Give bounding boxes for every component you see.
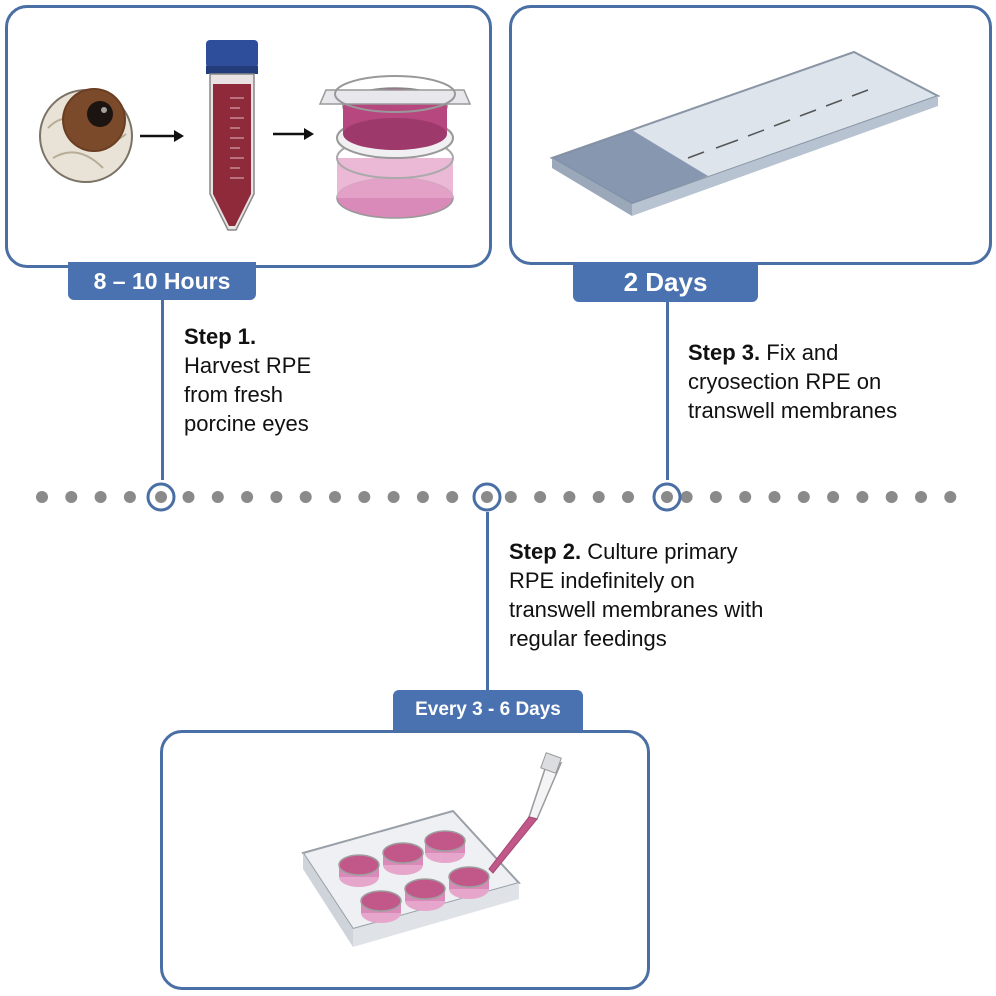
timeline-milestone-dot <box>481 491 493 503</box>
step1-line: porcine eyes <box>184 411 309 436</box>
well-icon <box>448 866 490 899</box>
duration-tag-step1: 8 – 10 Hours <box>68 262 256 300</box>
microscope-slide-icon <box>549 50 941 216</box>
timeline-milestone-dot <box>155 491 167 503</box>
step2-line: RPE indefinitely on <box>509 568 695 593</box>
well-icon <box>382 842 424 875</box>
timeline-dot <box>885 491 898 503</box>
step2-title: Step 2. <box>509 539 582 564</box>
well-icon <box>338 854 380 887</box>
arrow-icon <box>140 130 184 142</box>
step3-line: transwell membranes <box>688 398 898 423</box>
timeline-dot <box>446 491 459 503</box>
timeline-dot <box>797 491 810 503</box>
step1-line: Harvest RPE <box>184 353 312 378</box>
timeline-dot <box>387 491 400 503</box>
timeline-dot <box>416 491 429 503</box>
timeline-dot <box>65 491 78 503</box>
step2-description: Step 2. Culture primary RPE indefinitely… <box>509 537 763 653</box>
timeline-dot <box>182 491 195 503</box>
connector-line-step2 <box>486 512 489 690</box>
conical-tube-icon <box>206 40 258 231</box>
connector-line-step1 <box>161 300 164 480</box>
timeline-dot <box>680 491 693 503</box>
timeline-dot <box>534 491 547 503</box>
timeline-dot <box>299 491 312 503</box>
porcine-eye-icon <box>39 88 133 183</box>
timeline-dot <box>36 491 48 503</box>
step1-description: Step 1. Harvest RPE from fresh porcine e… <box>184 322 311 438</box>
timeline-dot <box>856 491 869 503</box>
step3-title: Step 3. <box>688 340 761 365</box>
harvest-illustration <box>8 8 495 271</box>
timeline-dot <box>739 491 752 503</box>
timeline-dot <box>709 491 722 503</box>
timeline-dot <box>827 491 840 503</box>
connector-line-step3 <box>666 302 669 480</box>
panel-culture <box>160 730 650 990</box>
culture-illustration <box>163 733 653 993</box>
timeline-dot <box>358 491 371 503</box>
timeline-dot <box>241 491 254 503</box>
timeline-dot <box>329 491 341 503</box>
timeline-dot <box>94 491 107 503</box>
step3-line: cryosection RPE on <box>688 369 882 394</box>
well-icon <box>424 830 466 863</box>
step1-title: Step 1. <box>184 324 257 349</box>
panel-harvest <box>5 5 492 268</box>
duration-tag-step2: Every 3 - 6 Days <box>393 690 583 730</box>
step2-title-suffix: Culture primary <box>581 539 738 564</box>
timeline-dot <box>944 491 957 503</box>
step3-title-suffix: Fix and <box>760 340 839 365</box>
timeline-dot <box>123 491 136 503</box>
timeline-dot <box>504 491 517 503</box>
step3-description: Step 3. Fix and cryosection RPE on trans… <box>688 338 897 425</box>
transwell-insert-icon <box>318 75 472 219</box>
arrow-icon <box>273 128 314 140</box>
panel-cryosection <box>509 5 992 265</box>
pipette-icon <box>488 752 563 874</box>
timeline-dot <box>211 491 224 503</box>
well-icon <box>404 878 446 911</box>
timeline-dot <box>622 491 634 503</box>
step1-line: from fresh <box>184 382 284 407</box>
timeline-dot <box>563 491 576 503</box>
well-plate-icon <box>301 809 521 947</box>
well-icon <box>360 890 402 923</box>
timeline-dot <box>270 491 283 503</box>
timeline-dot <box>915 491 927 503</box>
step2-line: transwell membranes with <box>509 597 764 622</box>
timeline-dot <box>592 491 605 503</box>
slide-illustration <box>512 8 995 268</box>
timeline <box>0 480 996 520</box>
timeline-milestone-dot <box>661 491 673 503</box>
timeline-dot <box>768 491 781 503</box>
duration-tag-step3: 2 Days <box>573 262 758 302</box>
step2-line: regular feedings <box>509 626 667 651</box>
